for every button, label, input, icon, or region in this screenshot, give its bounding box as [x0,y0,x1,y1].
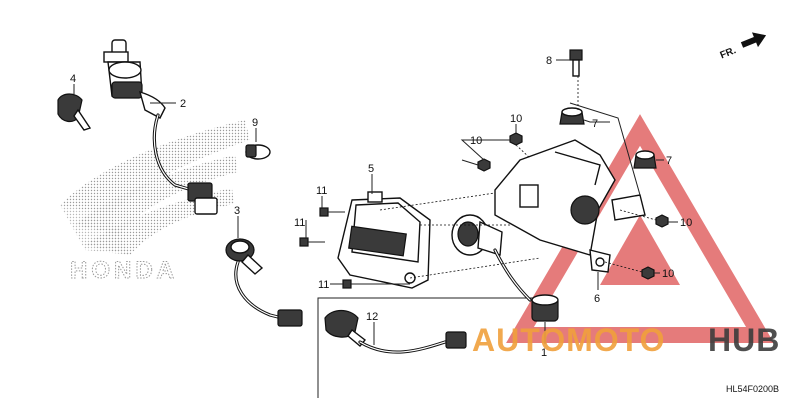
mounting-bracket [494,139,646,273]
callout-11-top: 11 [316,185,327,197]
callout-2: 2 [180,98,186,110]
socket-cable [493,248,559,322]
projection-line-1 [379,192,496,211]
callout-3: 3 [234,205,240,217]
front-direction-indicator: FR. [719,32,767,61]
nut-10-c [655,214,669,228]
bolt-11-top [319,207,345,217]
leader-10-b2 [460,139,492,161]
callout-10-c: 10 [680,217,692,229]
front-arrow-icon [740,32,767,48]
callout-9: 9 [252,117,258,129]
leader-10-b3 [461,159,479,166]
front-label: FR. [719,45,738,61]
callout-10-a: 10 [510,113,522,125]
grommet-7-right [633,150,657,169]
callout-5: 5 [368,163,374,175]
callout-12: 12 [366,311,378,323]
callout-1: 1 [541,347,547,359]
dealer-wordmark-part1: AUTOMOTO [472,322,665,358]
item-12-frame [317,297,540,398]
projection-line-4 [515,144,531,159]
callout-11-bottom: 11 [318,279,329,291]
nut-10-a [509,132,523,146]
key-cover [57,93,92,131]
nut-10-b [477,158,491,172]
dealer-wordmark: AUTOMOTO HUB [472,322,780,358]
bolt-8 [569,49,583,77]
callout-4: 4 [70,73,76,85]
wire-clip [245,144,271,160]
callout-7-right: 7 [666,155,672,167]
callout-11-mid: 11 [294,217,305,229]
honda-wordmark: HONDA [70,257,178,284]
bolt-11-middle [299,237,325,247]
dealer-wordmark-part2: HUB [708,322,780,358]
accessory-socket-harness [225,238,303,327]
grommet-7-upper [559,107,585,125]
callout-6: 6 [594,293,600,305]
leader-7-upper [583,119,610,123]
diagram-code: HL54F0200B [726,384,779,394]
ignition-switch [103,39,218,215]
callout-7-upper: 7 [592,118,598,130]
callout-8: 8 [546,55,552,67]
meter-housing [337,191,431,289]
socket-lead-12 [324,309,467,354]
callout-10-b: 10 [470,135,482,147]
callout-10-d: 10 [662,268,674,280]
leader-7-bracket [569,102,641,196]
nut-10-d [641,266,655,280]
projection-line-3 [409,257,541,279]
